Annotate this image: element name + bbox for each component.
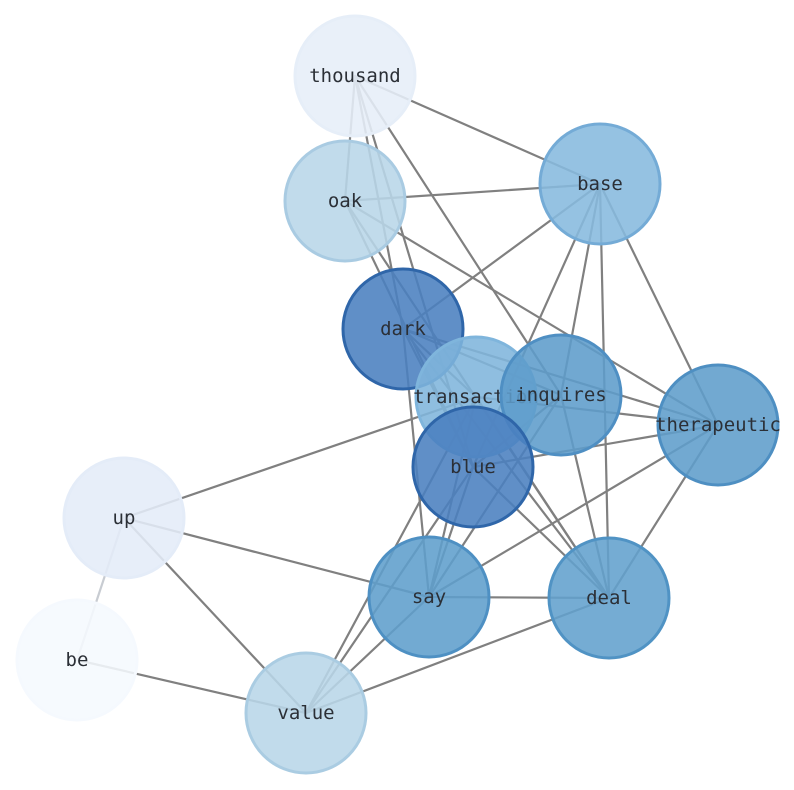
node-label-blue: blue [450,456,496,478]
node-circle-be [15,598,139,722]
node-up: up [62,456,186,580]
node-oak: oak [283,139,407,263]
node-deal: deal [547,536,671,660]
edge-transaction-up [122,395,478,520]
node-circle-value [244,651,368,775]
node-label-up: up [113,507,136,529]
node-circle-blue [411,405,535,529]
node-circle-inquires [499,333,623,457]
node-label-oak: oak [328,190,363,212]
node-circle-up [62,456,186,580]
node-label-be: be [66,649,89,671]
node-label-value: value [277,702,334,724]
node-thousand: thousand [293,14,417,138]
node-label-inquires: inquires [515,384,607,406]
node-label-base: base [577,173,623,195]
node-label-dark: dark [380,318,426,340]
node-therapeutic: therapeutic [655,363,781,487]
node-base: base [538,122,662,246]
node-circle-base [538,122,662,246]
node-circle-deal [547,536,671,660]
edge-thousand-inquires [353,74,563,397]
node-inquires: inquires [499,333,623,457]
node-label-deal: deal [586,587,632,609]
node-circle-thousand [293,14,417,138]
node-blue: blue [411,405,535,529]
edge-oak-therapeutic [343,199,720,427]
node-be: be [15,598,139,722]
node-circle-say [367,535,491,659]
graph-nodes: thousandoakbasedarktransactioninquiresth… [15,14,781,775]
node-circle-therapeutic [656,363,780,487]
node-label-thousand: thousand [309,65,401,87]
node-label-therapeutic: therapeutic [655,414,781,436]
node-circle-oak [283,139,407,263]
node-say: say [367,535,491,659]
node-value: value [244,651,368,775]
node-label-say: say [412,586,446,608]
